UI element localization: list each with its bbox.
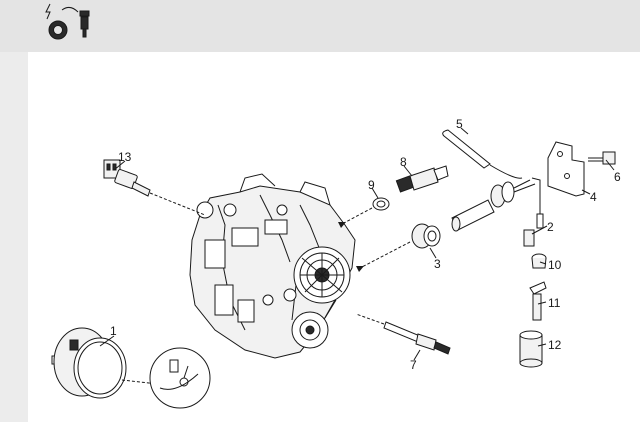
callout-7: 7	[410, 358, 417, 372]
callout-8: 8	[400, 155, 407, 169]
part-5-cable	[442, 129, 491, 169]
part-3-grommet	[411, 223, 441, 249]
header-band	[0, 0, 640, 52]
part-2-plug	[523, 229, 535, 247]
callout-5: 5	[456, 117, 463, 131]
callout-9: 9	[368, 178, 375, 192]
callout-12: 12	[548, 338, 562, 352]
part-2-heater-element	[451, 179, 536, 232]
callout-3: 3	[434, 257, 441, 271]
part-7-probe	[383, 321, 451, 355]
part-4-bracket	[547, 141, 585, 197]
part-1-gauge	[51, 327, 127, 399]
engine-assembly	[189, 173, 356, 359]
callout-10: 10	[548, 258, 562, 272]
part-10-nut	[531, 253, 547, 269]
part-13-sensor	[103, 159, 151, 197]
part-12-cylinder	[519, 330, 543, 368]
callout-2: 2	[547, 220, 554, 234]
callout-1: 1	[110, 324, 117, 338]
callout-11: 11	[548, 296, 561, 310]
part-9-washer	[372, 197, 390, 211]
callout-4: 4	[590, 190, 597, 204]
gauge-face-detail	[149, 347, 211, 409]
callout-6: 6	[614, 170, 621, 184]
part-6-bolt	[588, 151, 616, 165]
part-11-fuse	[529, 281, 547, 321]
temperature-sender-icon	[45, 3, 90, 40]
callout-13: 13	[118, 150, 132, 164]
part-8-sender	[395, 165, 449, 193]
